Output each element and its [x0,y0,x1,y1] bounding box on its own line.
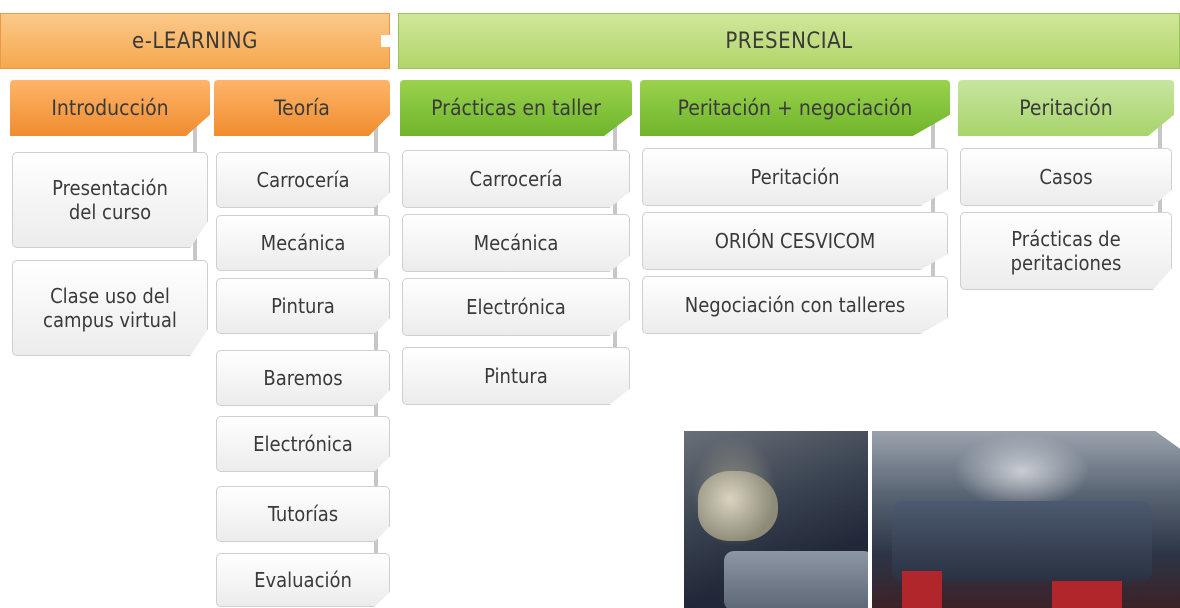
list-item-orion-cesvicom: ORIÓN CESVICOM [642,212,948,270]
list-item-electronica: Electrónica [216,416,390,472]
list-item-baremos: Baremos [216,350,390,406]
item-label: Peritación [750,165,840,189]
item-label: ORIÓN CESVICOM [714,229,876,253]
glove-shape [698,471,778,541]
list-item-pintura: Pintura [216,278,390,334]
presencial-banner-label: PRESENCIAL [725,28,853,54]
item-label: Electrónica [253,432,353,456]
column-header-peritacion-negociacion: Peritación + negociación [640,80,950,136]
list-item-casos: Casos [960,148,1172,206]
column-header-introduccion: Introducción [10,80,210,136]
list-item-clase-campus: Clase uso del campus virtual [12,260,208,356]
list-item-carroceria: Carrocería [216,152,390,208]
column-header-peritacion: Peritación [958,80,1174,136]
car-chassis-shape [892,501,1152,581]
item-label: Negociación con talleres [684,293,906,317]
list-item-electronica-taller: Electrónica [402,278,630,336]
item-label: Casos [1039,165,1093,189]
item-label: Carrocería [469,167,563,191]
list-item-evaluacion: Evaluación [216,553,390,607]
list-item-peritacion: Peritación [642,148,948,206]
column-header-label: Peritación [1019,96,1113,120]
red-lift-right [1052,581,1122,608]
column-header-teoria: Teoría [214,80,390,136]
list-item-mecanica-taller: Mecánica [402,214,630,272]
elearning-banner-label: e-LEARNING [132,28,258,54]
column-header-label: Peritación + negociación [677,96,913,120]
list-item-presentacion: Presentación del curso [12,152,208,248]
item-label: Clase uso del campus virtual [43,284,177,332]
list-item-practicas-peritaciones: Prácticas de peritaciones [960,212,1172,290]
list-item-carroceria-taller: Carrocería [402,150,630,208]
list-item-mecanica: Mecánica [216,215,390,271]
workshop-photo-left [684,431,868,608]
item-label: Electrónica [466,295,566,319]
elearning-banner: e-LEARNING [0,13,390,69]
red-lift-left [902,571,942,608]
column-header-label: Teoría [274,96,330,120]
list-item-negociacion-talleres: Negociación con talleres [642,276,948,334]
item-label: Presentación del curso [52,176,168,224]
item-label: Mecánica [260,231,346,255]
list-item-tutorias: Tutorías [216,486,390,542]
column-header-practicas-taller: Prácticas en taller [400,80,632,136]
item-label: Baremos [263,366,343,390]
item-label: Evaluación [254,568,352,592]
presencial-banner: PRESENCIAL [398,13,1180,69]
item-label: Tutorías [267,502,339,526]
rail-teoria [374,90,378,590]
photo-divider [868,431,872,608]
workshop-photo-right [872,431,1180,608]
list-item-pintura-taller: Pintura [402,347,630,405]
tank-shape [724,551,868,608]
item-label: Mecánica [473,231,559,255]
phase-arrow-shaft [381,35,395,47]
item-label: Pintura [484,364,548,388]
rail-peritacion-negociacion [931,90,935,310]
item-label: Carrocería [256,168,350,192]
item-label: Pintura [271,294,335,318]
column-header-label: Introducción [51,96,169,120]
column-header-label: Prácticas en taller [431,96,601,120]
item-label: Prácticas de peritaciones [1010,227,1122,275]
